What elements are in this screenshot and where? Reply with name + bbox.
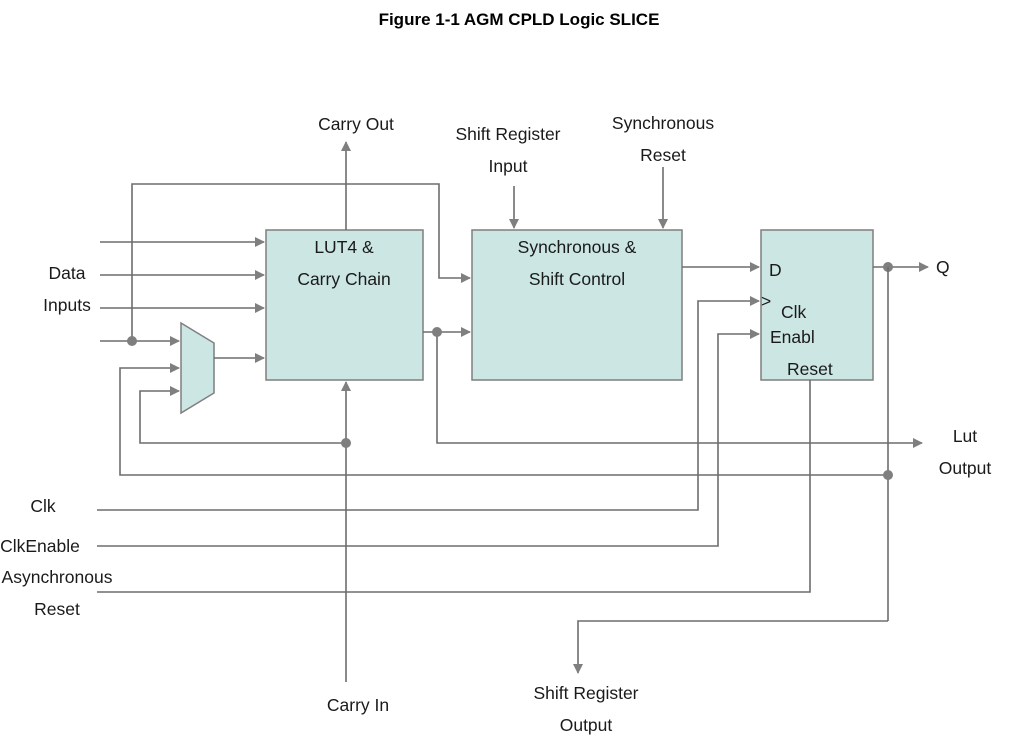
data-inputs-label-line1: Data <box>49 263 86 283</box>
clk-enable-label: ClkEnable <box>0 536 80 556</box>
shift-register-output-wire <box>573 620 888 674</box>
asynchronous-reset-label-line2: Reset <box>34 599 80 619</box>
sync-shift-control-block <box>471 229 683 381</box>
lut-output-label-line1: Lut <box>953 426 977 446</box>
asynchronous-reset-label-line1: Asynchronous <box>2 567 113 587</box>
junction-carry-in <box>341 438 351 448</box>
lut-label-line1: LUT4 & <box>314 237 374 257</box>
lut4-carry-chain-block <box>265 229 424 381</box>
synchronous-reset-label-line1: Synchronous <box>612 113 714 133</box>
carry-in-label: Carry In <box>327 695 389 715</box>
bypass-wire <box>131 183 471 341</box>
q-feedback-wire <box>119 363 888 476</box>
carry-out-label: Carry Out <box>318 114 394 134</box>
clk-label: Clk <box>30 496 56 516</box>
clk-wire <box>97 296 760 511</box>
shift-register-output-label-line2: Output <box>560 715 613 735</box>
flip-flop-block <box>760 229 874 381</box>
lut-output-label-line2: Output <box>939 458 992 478</box>
data-inputs-label-line2: Inputs <box>43 295 91 315</box>
ff-clk-pin-label: Clk <box>781 302 807 322</box>
sync-label-line1: Synchronous & <box>518 237 637 257</box>
junction-lut-output <box>432 327 442 337</box>
lut-label-line2: Carry Chain <box>297 269 390 289</box>
sync-label-line2: Shift Control <box>529 269 625 289</box>
ff-clock-edge-mark: > <box>761 291 771 311</box>
async-reset-wire <box>97 380 811 593</box>
shift-register-input-label-line2: Input <box>489 156 528 176</box>
input-mux <box>180 321 215 415</box>
figure-title: Figure 1-1 AGM CPLD Logic SLICE <box>379 10 660 29</box>
q-label: Q <box>936 257 950 277</box>
ff-reset-pin-label: Reset <box>787 359 833 379</box>
junction-data-bypass <box>127 336 137 346</box>
synchronous-reset-label-line2: Reset <box>640 145 686 165</box>
ff-d-pin-label: D <box>769 260 782 280</box>
carry-in-to-mux-wire <box>139 386 346 444</box>
clk-enable-wire <box>97 329 760 547</box>
shift-register-output-label-line1: Shift Register <box>533 683 638 703</box>
ff-enable-pin-label: Enabl <box>770 327 815 347</box>
lut-output-wire <box>436 332 923 448</box>
shift-register-input-label-line1: Shift Register <box>455 124 560 144</box>
junction-q-feedback <box>883 470 893 480</box>
